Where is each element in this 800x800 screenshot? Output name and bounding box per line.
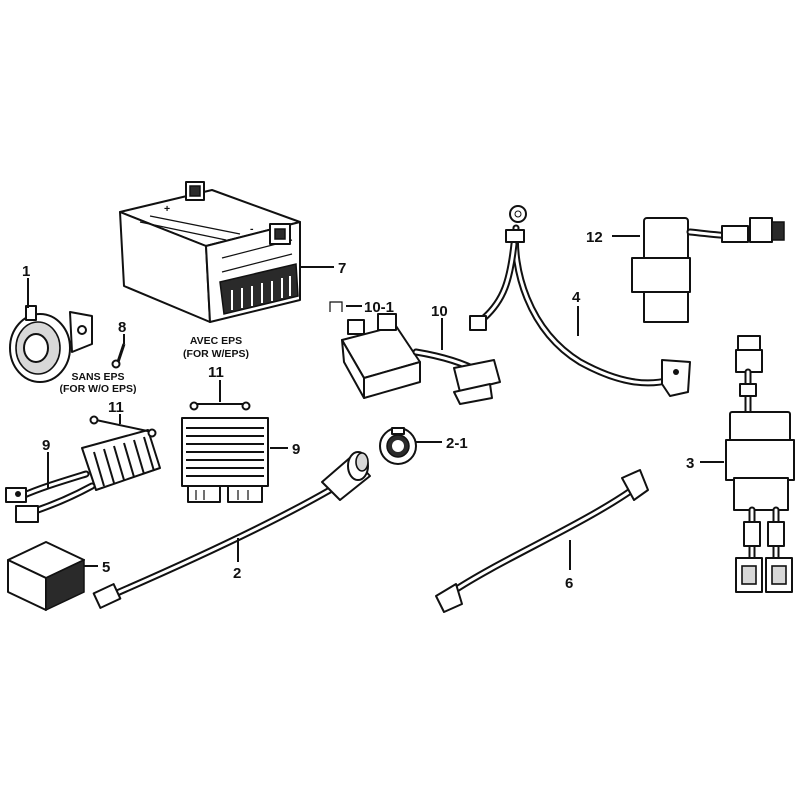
sensor-harness bbox=[92, 451, 371, 609]
battery-minus-mark: - bbox=[250, 223, 254, 235]
screws-11-right bbox=[189, 401, 251, 411]
screws-11-left bbox=[89, 415, 157, 438]
horn bbox=[9, 305, 93, 383]
callout-4: 4 bbox=[572, 289, 581, 306]
callout-3: 3 bbox=[686, 455, 694, 472]
battery-note-fr: AVEC EPS bbox=[190, 335, 242, 347]
sensor-cap bbox=[379, 427, 417, 465]
relay-box bbox=[341, 313, 501, 405]
callout-2-1: 2-1 bbox=[446, 435, 468, 452]
battery-plus-mark: + bbox=[164, 203, 170, 215]
callout-11-left: 11 bbox=[108, 399, 124, 416]
callout-2: 2 bbox=[233, 565, 241, 582]
battery: + - bbox=[119, 181, 301, 323]
callout-11-right: 11 bbox=[208, 364, 224, 381]
callout-1: 1 bbox=[22, 263, 30, 280]
callout-9-left: 9 bbox=[42, 437, 50, 454]
horn-note-en: (FOR W/O EPS) bbox=[60, 383, 137, 395]
callout-5: 5 bbox=[102, 559, 110, 576]
battery-cable bbox=[469, 205, 691, 397]
ground-cable bbox=[435, 469, 649, 613]
callout-7: 7 bbox=[338, 260, 346, 277]
callout-10-1: 10-1 bbox=[364, 299, 394, 316]
screw-8 bbox=[111, 343, 126, 369]
battery-note-en: (FOR W/EPS) bbox=[183, 348, 249, 360]
block-5 bbox=[7, 541, 85, 612]
regulator-left bbox=[5, 429, 161, 523]
callout-10: 10 bbox=[431, 303, 448, 320]
horn-note-fr: SANS EPS bbox=[71, 371, 124, 383]
relay-12 bbox=[631, 217, 785, 323]
clip-10-1 bbox=[329, 301, 362, 312]
callout-6: 6 bbox=[565, 575, 573, 592]
callout-9-right: 9 bbox=[292, 441, 300, 458]
harness-3 bbox=[725, 335, 795, 593]
regulator-right bbox=[181, 417, 269, 503]
callout-12: 12 bbox=[586, 229, 603, 246]
callout-8: 8 bbox=[118, 319, 126, 336]
